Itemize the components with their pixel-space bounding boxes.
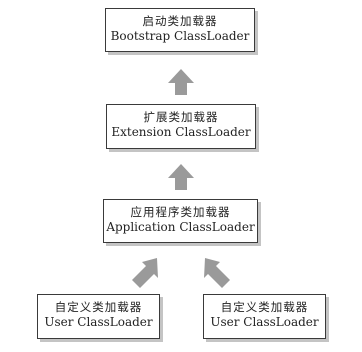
node-application-classloader: 应用程序类加载器 Application ClassLoader [103, 199, 258, 243]
node-user-classloader-left: 自定义类加载器 User ClassLoader [37, 294, 160, 339]
node-bootstrap-classloader: 启动类加载器 Bootstrap ClassLoader [105, 8, 255, 52]
node-extension-en-label: Extension ClassLoader [111, 125, 251, 139]
node-user-classloader-right: 自定义类加载器 User ClassLoader [203, 294, 326, 339]
node-application-cn-label: 应用程序类加载器 [130, 205, 231, 219]
node-bootstrap-cn-label: 启动类加载器 [142, 14, 218, 28]
node-extension-cn-label: 扩展类加载器 [143, 110, 219, 124]
arrow-user-right-to-application [204, 258, 230, 288]
node-user-right-en-label: User ClassLoader [210, 315, 319, 329]
node-user-left-en-label: User ClassLoader [44, 315, 153, 329]
node-extension-classloader: 扩展类加载器 Extension ClassLoader [106, 104, 256, 149]
node-application-en-label: Application ClassLoader [106, 220, 255, 234]
node-user-right-cn-label: 自定义类加载器 [220, 300, 309, 314]
arrow-application-to-extension [168, 164, 194, 190]
node-bootstrap-en-label: Bootstrap ClassLoader [110, 29, 250, 43]
node-user-left-cn-label: 自定义类加载器 [54, 300, 143, 314]
arrow-user-left-to-application [132, 258, 158, 288]
arrow-extension-to-bootstrap [168, 69, 194, 95]
